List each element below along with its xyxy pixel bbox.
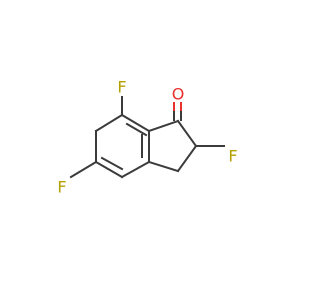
atom-label-oxygen: O xyxy=(172,85,185,104)
bond-c7-c6-inner xyxy=(125,122,148,137)
bond-c7-c6 xyxy=(120,113,151,133)
bond-c4-c5-inner xyxy=(100,156,124,171)
bond-c5-c3a xyxy=(120,160,151,179)
bond-c5-f xyxy=(69,160,98,179)
atom-label-f-left: F xyxy=(57,178,66,197)
bond-c3-c3a xyxy=(147,160,180,173)
bond-c1-c2 xyxy=(176,119,198,148)
bond-c4-c5 xyxy=(94,160,124,179)
molecule-drawing: F O F F xyxy=(57,78,237,197)
bond-c6-c7a xyxy=(94,113,124,133)
bond-c7a-c1 xyxy=(147,119,180,133)
atom-label-f-right: F xyxy=(228,147,237,166)
structure-canvas: F O F F xyxy=(57,77,238,197)
atom-label-f-top: F xyxy=(117,78,126,97)
bond-c2-c3 xyxy=(176,144,198,173)
